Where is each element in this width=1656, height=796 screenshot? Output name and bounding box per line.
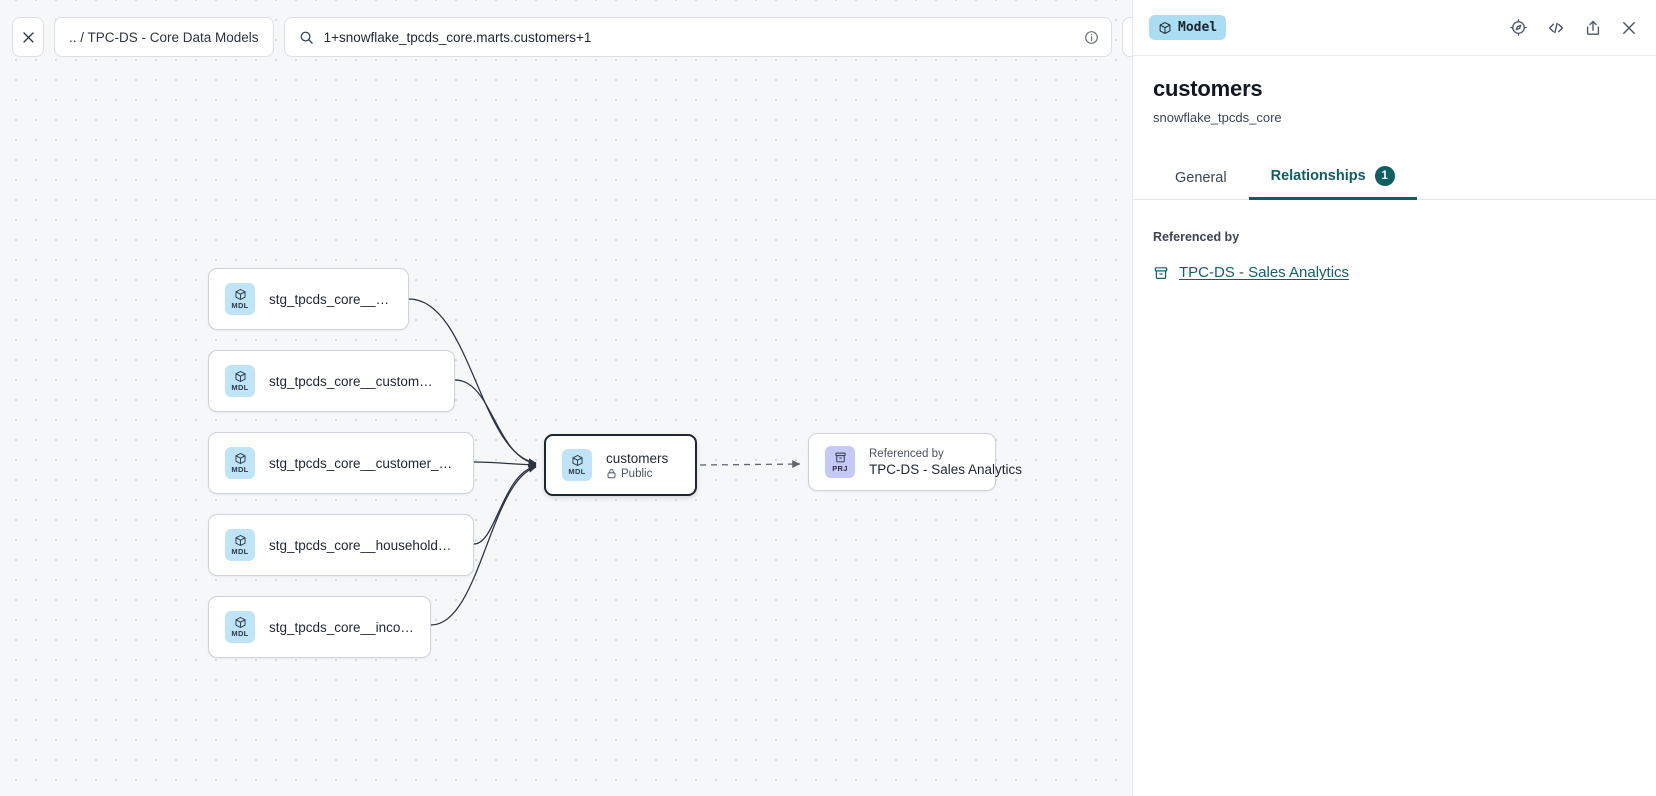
tab-relationships[interactable]: Relationships 1 bbox=[1248, 158, 1417, 200]
breadcrumb[interactable]: .. / TPC-DS - Core Data Models bbox=[54, 17, 274, 57]
badge-label: MDL bbox=[568, 467, 586, 477]
node-visibility: Public bbox=[606, 468, 668, 480]
search-icon bbox=[299, 30, 314, 45]
cube-icon bbox=[234, 616, 247, 629]
refresh-button[interactable] bbox=[1121, 17, 1132, 57]
share-icon[interactable] bbox=[1584, 19, 1602, 37]
badge-label: MDL bbox=[231, 301, 249, 311]
close-panel-icon[interactable] bbox=[1620, 19, 1638, 37]
badge-label: MDL bbox=[231, 465, 249, 475]
tab-label: General bbox=[1175, 170, 1227, 186]
details-panel: Model bbox=[1132, 0, 1656, 796]
reference-link[interactable]: TPC-DS - Sales Analytics bbox=[1179, 264, 1350, 281]
tab-count-badge: 1 bbox=[1374, 166, 1395, 186]
lineage-node[interactable]: MDL stg_tpcds_core__customer_address bbox=[208, 350, 455, 412]
entity-source: snowflake_tpcds_core bbox=[1153, 110, 1282, 125]
node-title: customers bbox=[606, 450, 669, 466]
tab-general[interactable]: General bbox=[1153, 162, 1249, 200]
model-badge: MDL bbox=[225, 529, 255, 561]
node-visibility-label: Public bbox=[621, 467, 653, 480]
model-badge: MDL bbox=[225, 365, 255, 397]
badge-label: MDL bbox=[231, 547, 249, 557]
entity-type-label: Model bbox=[1178, 20, 1218, 35]
cube-icon bbox=[1158, 21, 1172, 35]
lineage-search[interactable] bbox=[283, 17, 1112, 57]
cube-icon bbox=[571, 454, 584, 467]
lineage-node[interactable]: MDL stg_tpcds_core__customer_demogra… bbox=[208, 432, 474, 494]
model-badge: MDL bbox=[225, 283, 255, 315]
node-title: TPC-DS - Sales Analytics bbox=[869, 461, 1023, 477]
lineage-edges bbox=[408, 298, 801, 626]
model-badge: MDL bbox=[225, 611, 255, 643]
cube-icon bbox=[234, 288, 247, 301]
search-input[interactable] bbox=[323, 29, 1074, 45]
tab-label: Relationships bbox=[1270, 168, 1366, 184]
cube-icon bbox=[234, 534, 247, 547]
entity-type-badge[interactable]: Model bbox=[1149, 15, 1227, 40]
badge-label: MDL bbox=[231, 629, 249, 639]
model-badge: MDL bbox=[225, 447, 255, 479]
canvas-toolbar: .. / TPC-DS - Core Data Models bbox=[12, 17, 1132, 57]
cube-icon bbox=[234, 452, 247, 465]
section-title-referenced-by: Referenced by bbox=[1153, 230, 1240, 244]
details-panel-header: Model bbox=[1133, 0, 1656, 56]
breadcrumb-label: .. / TPC-DS - Core Data Models bbox=[69, 29, 259, 45]
node-label: stg_tpcds_core__household_demogr… bbox=[269, 537, 457, 553]
lineage-canvas[interactable]: .. / TPC-DS - Core Data Models bbox=[0, 0, 1132, 796]
list-item[interactable]: TPC-DS - Sales Analytics bbox=[1153, 264, 1632, 281]
lineage-node[interactable]: MDL stg_tpcds_core__income_band bbox=[208, 596, 431, 658]
archive-box-icon bbox=[1153, 265, 1169, 281]
panel-actions bbox=[1509, 18, 1638, 38]
node-label: stg_tpcds_core__income_band bbox=[269, 619, 414, 635]
close-icon bbox=[21, 30, 36, 45]
code-icon[interactable] bbox=[1546, 18, 1566, 38]
details-panel-body: customers snowflake_tpcds_core General R… bbox=[1133, 56, 1656, 281]
lock-icon bbox=[606, 468, 617, 479]
lineage-node[interactable]: MDL stg_tpcds_core__household_demogr… bbox=[208, 514, 474, 576]
node-text-stack: Referenced by TPC-DS - Sales Analytics bbox=[869, 447, 1023, 477]
badge-label: PRJ bbox=[832, 464, 848, 474]
node-label: stg_tpcds_core__customer bbox=[269, 291, 392, 307]
lineage-node[interactable]: MDL stg_tpcds_core__customer bbox=[208, 268, 409, 330]
archive-box-icon bbox=[834, 451, 847, 464]
node-label: stg_tpcds_core__customer_demogra… bbox=[269, 455, 457, 471]
close-lineage-button[interactable] bbox=[12, 17, 44, 57]
node-text-stack: customers Public bbox=[606, 451, 668, 480]
project-badge: PRJ bbox=[825, 446, 855, 478]
page-title: customers bbox=[1153, 76, 1263, 101]
lineage-node-project[interactable]: PRJ Referenced by TPC-DS - Sales Analyti… bbox=[808, 433, 1023, 491]
explore-icon[interactable] bbox=[1509, 18, 1528, 37]
badge-label: MDL bbox=[231, 383, 249, 393]
info-icon[interactable] bbox=[1084, 30, 1099, 45]
node-label: stg_tpcds_core__customer_address bbox=[269, 373, 438, 389]
model-badge: MDL bbox=[562, 449, 592, 481]
cube-icon bbox=[234, 370, 247, 383]
node-eyebrow: Referenced by bbox=[869, 447, 944, 460]
details-tabs: General Relationships 1 bbox=[1133, 158, 1656, 200]
lineage-node-selected[interactable]: MDL customers Public bbox=[544, 434, 697, 496]
